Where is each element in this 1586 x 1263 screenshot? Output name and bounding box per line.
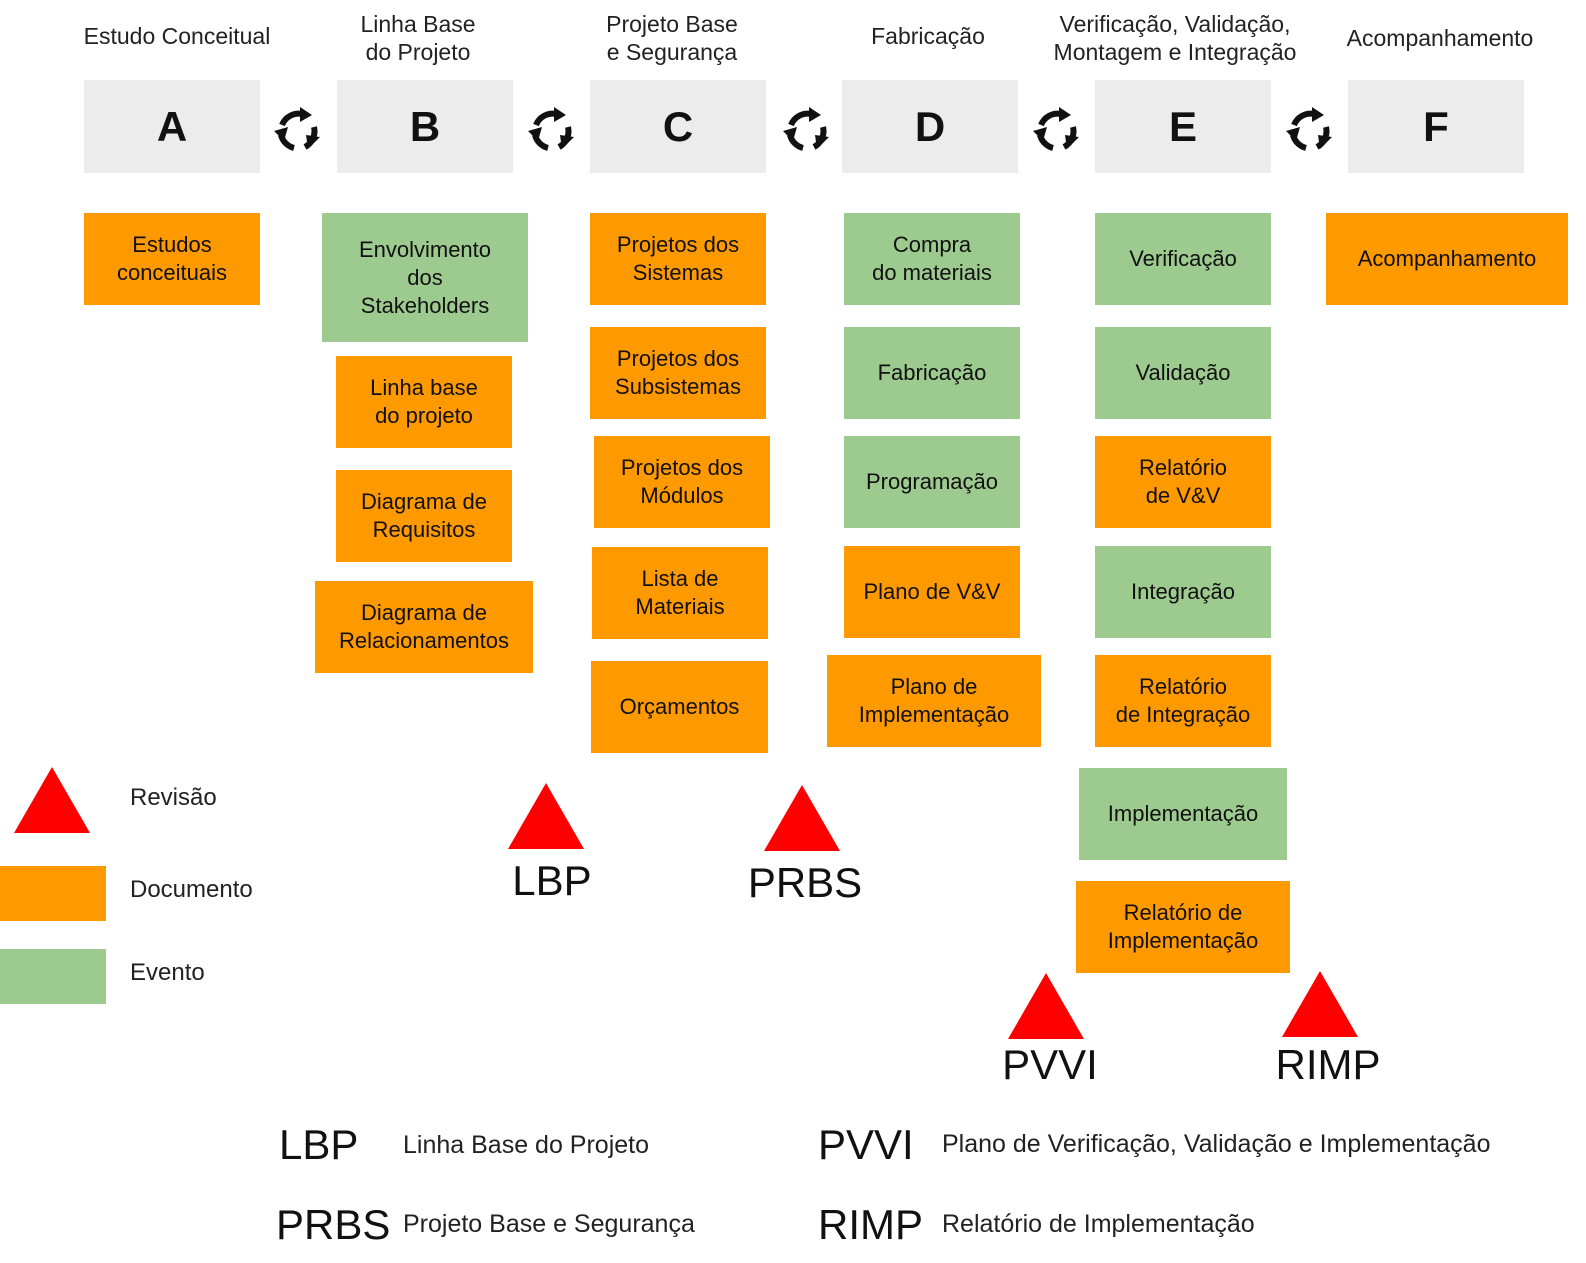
legend-revisao-triangle — [14, 767, 90, 833]
box-linha-base-projeto: Linha base do projeto — [336, 356, 512, 448]
phase-box-f: F — [1348, 80, 1524, 173]
phase-box-b: B — [337, 80, 513, 173]
abbr-desc-pvvi: Plano de Verificação, Validação e Implem… — [942, 1130, 1491, 1158]
box-relatorio-integracao: Relatório de Integração — [1095, 655, 1271, 747]
phase-box-d: D — [842, 80, 1018, 173]
legend-revisao-label: Revisão — [130, 784, 217, 811]
abbr-desc-rimp: Relatório de Implementação — [942, 1210, 1255, 1238]
milestone-prbs-label: PRBS — [747, 859, 863, 906]
box-diagrama-relacionamentos: Diagrama de Relacionamentos — [315, 581, 533, 673]
cycle-arrows-icon — [1033, 107, 1079, 151]
phase-title-d: Fabricação — [871, 23, 985, 49]
box-projetos-modulos: Projetos dos Módulos — [594, 436, 770, 528]
cycle-arrows-icon — [783, 107, 829, 151]
milestone-prbs-triangle — [764, 785, 840, 851]
abbr-code-rimp: RIMP — [818, 1201, 923, 1248]
box-programacao: Programação — [844, 436, 1020, 528]
box-verificacao: Verificação — [1095, 213, 1271, 305]
milestone-pvvi-triangle — [1008, 973, 1084, 1039]
milestone-rimp-label: RIMP — [1275, 1041, 1381, 1088]
box-plano-vv: Plano de V&V — [844, 546, 1020, 638]
abbr-desc-prbs: Projeto Base e Segurança — [403, 1210, 695, 1238]
milestone-pvvi-label: PVVI — [1002, 1041, 1098, 1088]
abbr-code-prbs: PRBS — [276, 1201, 391, 1248]
cycle-arrows-icon — [274, 107, 320, 151]
box-estudos-conceituais: Estudos conceituais — [84, 213, 260, 305]
box-fabricacao: Fabricação — [844, 327, 1020, 419]
box-relatorio-implementacao: Relatório de Implementação — [1076, 881, 1290, 973]
box-plano-implementacao: Plano de Implementação — [827, 655, 1041, 747]
box-envolvimento-stakeholders: Envolvimento dos Stakeholders — [322, 213, 528, 342]
milestone-lbp-triangle — [508, 783, 584, 849]
abbr-code-pvvi: PVVI — [818, 1121, 914, 1168]
box-relatorio-vv: Relatório de V&V — [1095, 436, 1271, 528]
box-validacao: Validação — [1095, 327, 1271, 419]
cycle-arrows-icon — [528, 107, 574, 151]
abbr-code-lbp: LBP — [279, 1121, 359, 1168]
phase-title-e: Verificação, Validação, Montagem e Integ… — [1053, 11, 1297, 65]
box-implementacao: Implementação — [1079, 768, 1287, 860]
abbr-desc-lbp: Linha Base do Projeto — [403, 1131, 650, 1159]
phase-box-e: E — [1095, 80, 1271, 173]
box-projetos-subsistemas: Projetos dos Subsistemas — [590, 327, 766, 419]
phase-title-a: Estudo Conceitual — [83, 23, 271, 49]
legend-documento-swatch — [0, 866, 106, 921]
box-compra-materiais: Compra do materiais — [844, 213, 1020, 305]
milestone-lbp-label: LBP — [512, 857, 592, 904]
cycle-arrows-icon — [1286, 107, 1332, 151]
box-orcamentos: Orçamentos — [591, 661, 768, 753]
phase-title-f: Acompanhamento — [1346, 25, 1534, 51]
box-integracao: Integração — [1095, 546, 1271, 638]
box-lista-materiais: Lista de Materiais — [592, 547, 768, 639]
legend-evento-swatch — [0, 949, 106, 1004]
phase-title-b: Linha Base do Projeto — [360, 11, 476, 65]
box-diagrama-requisitos: Diagrama de Requisitos — [336, 470, 512, 562]
milestone-rimp-triangle — [1282, 971, 1358, 1037]
phase-box-c: C — [590, 80, 766, 173]
phase-title-c: Projeto Base e Segurança — [606, 11, 738, 65]
box-acompanhamento: Acompanhamento — [1326, 213, 1568, 305]
legend-documento-label: Documento — [130, 876, 253, 903]
box-projetos-sistemas: Projetos dos Sistemas — [590, 213, 766, 305]
legend-evento-label: Evento — [130, 959, 205, 986]
phase-box-a: A — [84, 80, 260, 173]
